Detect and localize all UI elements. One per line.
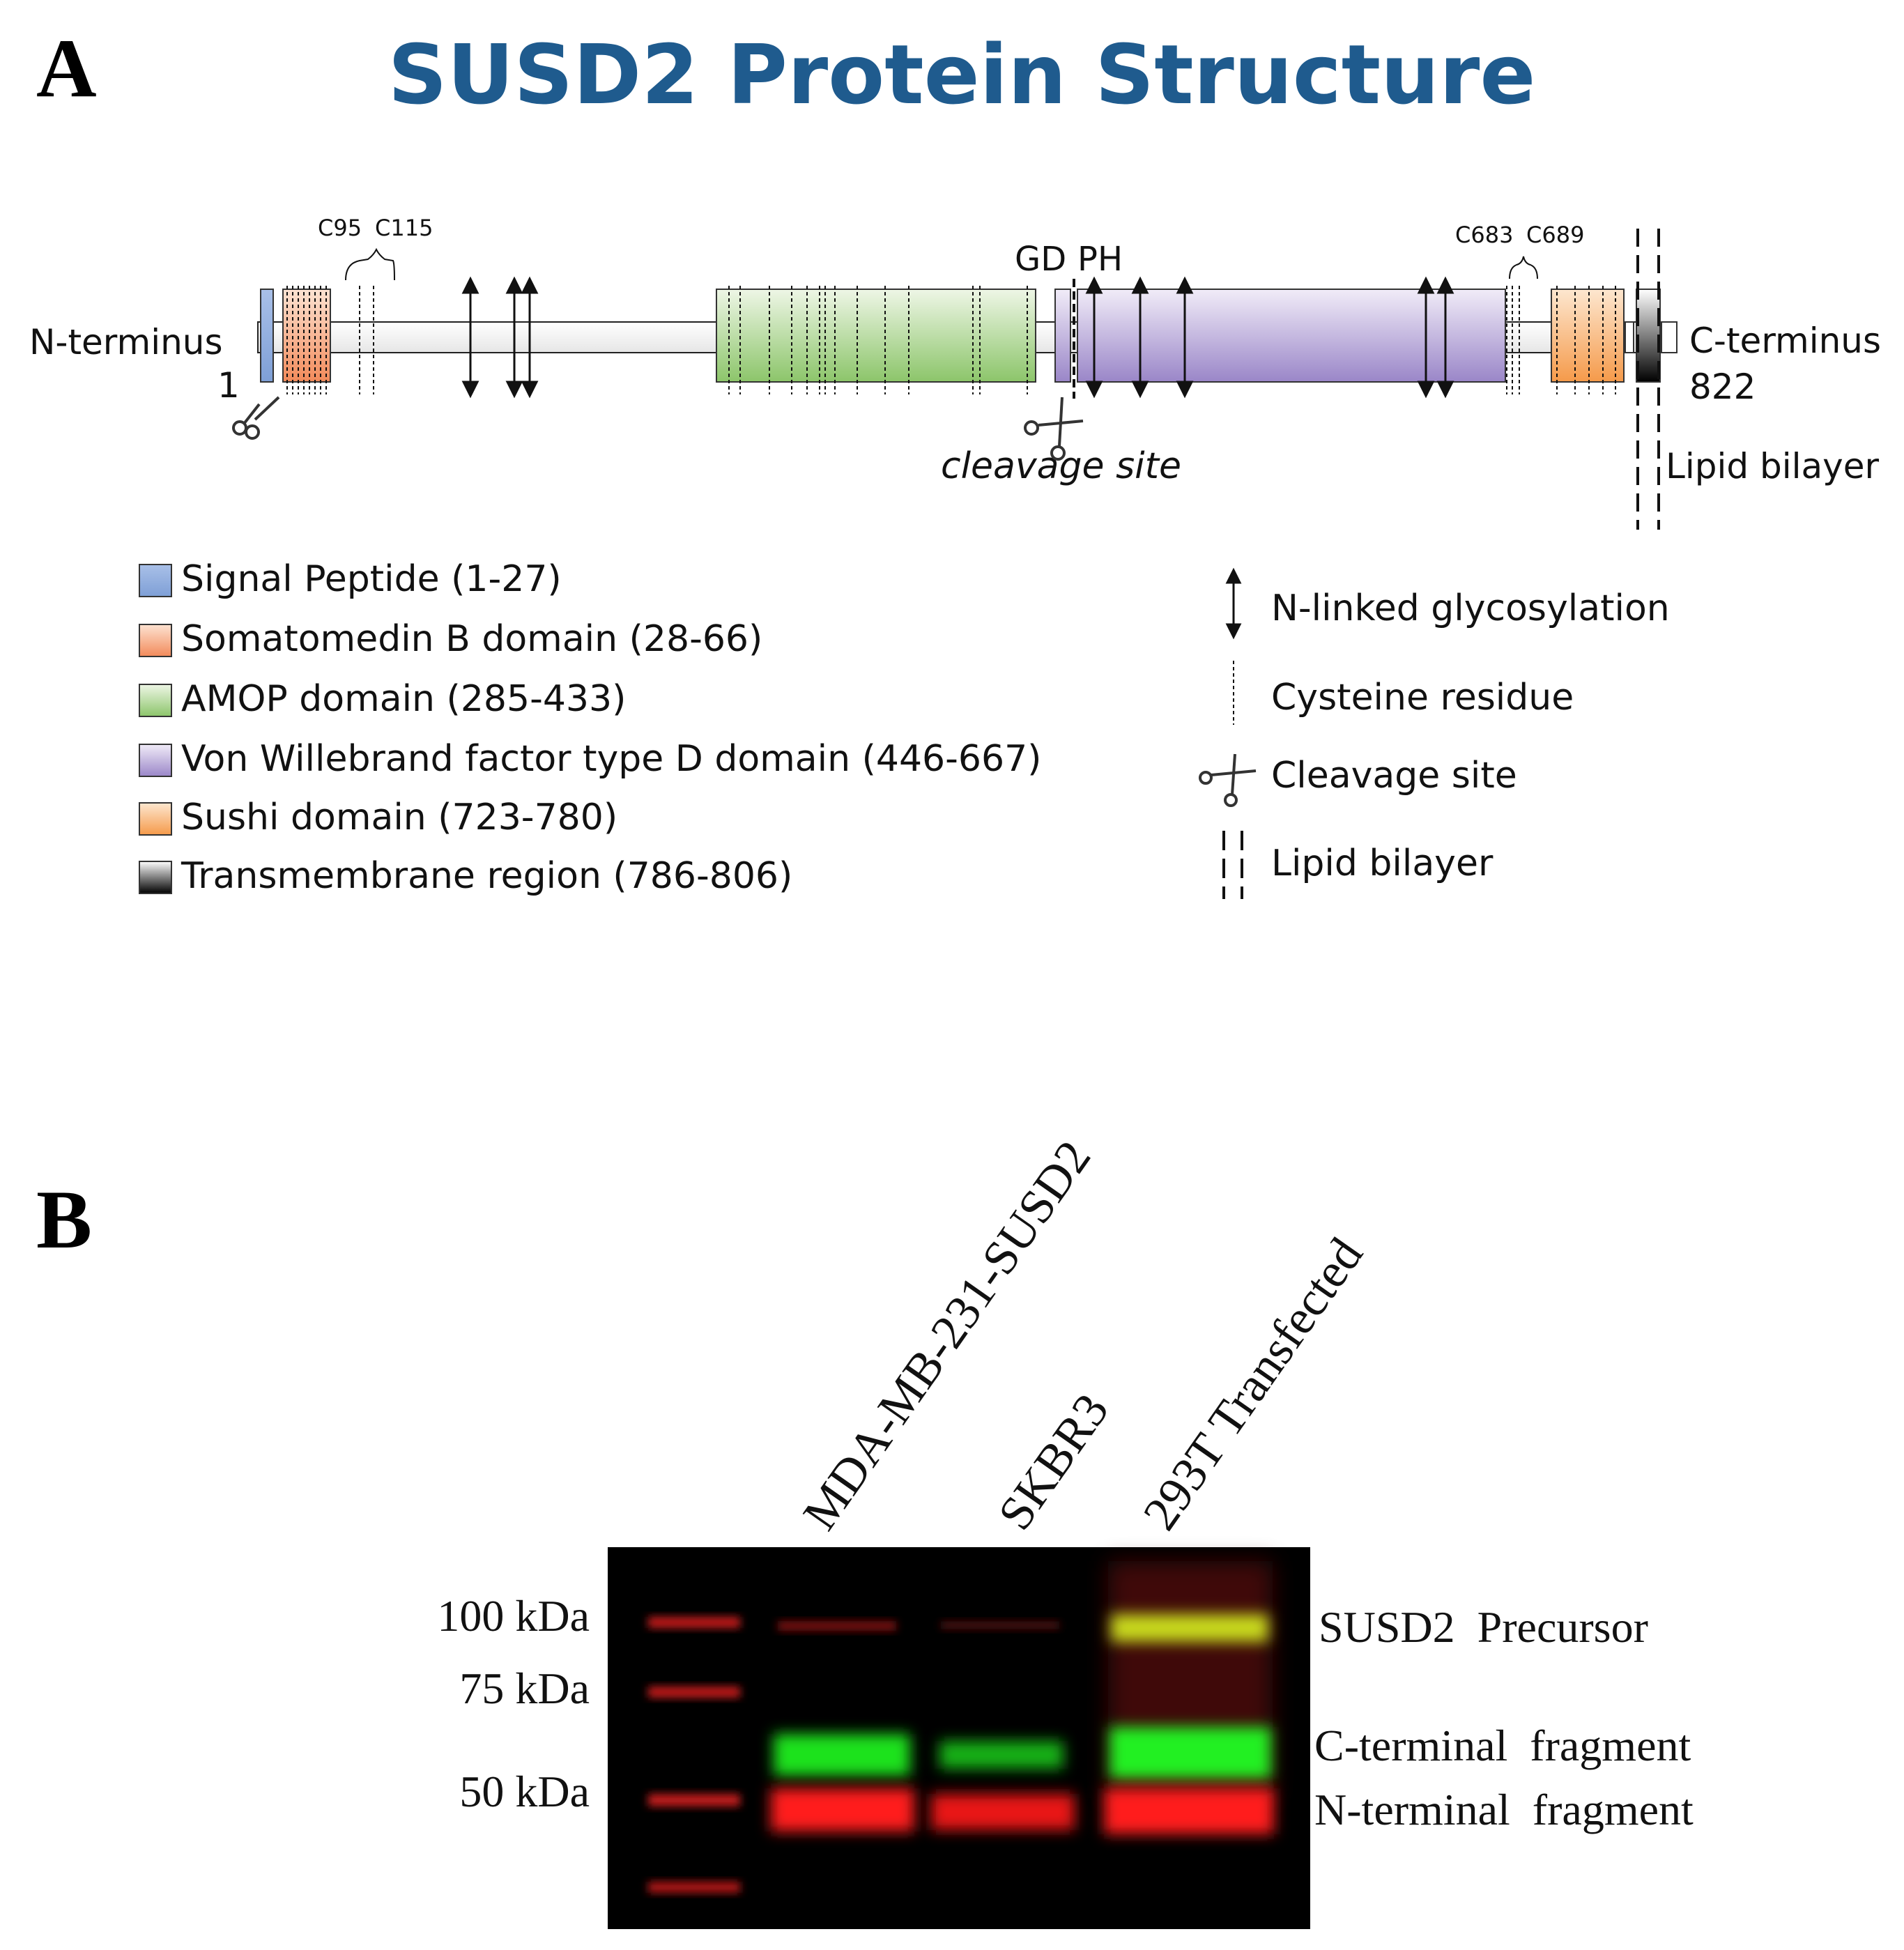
glycosylation-arrow <box>1131 276 1149 399</box>
legend-swatch <box>139 744 172 777</box>
legend-label: Signal Peptide (1-27) <box>181 558 562 600</box>
cytoplasmic-tail-box <box>1661 321 1677 353</box>
legend-label: Somatomedin B domain (28-66) <box>181 618 762 660</box>
start-residue-label: 1 <box>217 365 240 406</box>
legend-label: Sushi domain (723-780) <box>181 797 617 838</box>
cys-683-label: C683 <box>1455 222 1513 248</box>
lane2-c-terminal-band <box>939 1741 1064 1769</box>
glycosylation-arrow <box>1417 276 1435 399</box>
lane-label-293t: 293T Transfected <box>1133 1229 1373 1540</box>
legend-label: Cysteine residue <box>1271 677 1574 719</box>
legend-label: Transmembrane region (786-806) <box>181 855 792 897</box>
bilayer-label: Lipid bilayer <box>1666 446 1880 486</box>
legend-item-signal-peptide: Signal Peptide (1-27) <box>139 558 562 600</box>
legend-item-amop: AMOP domain (285-433) <box>139 678 626 720</box>
glycosylation-arrow <box>1085 276 1103 399</box>
lane3-precursor-band <box>1111 1614 1268 1642</box>
bilayer-icon <box>1222 831 1243 899</box>
n-terminus-label: N-terminus <box>29 322 223 362</box>
glycosylation-arrow <box>1176 276 1194 399</box>
lane3-n-terminal-band <box>1104 1788 1274 1834</box>
gd-label: GD <box>1015 240 1066 279</box>
end-residue-label: 822 <box>1689 367 1756 407</box>
marker-100-kda: 100 kDa <box>437 1591 590 1641</box>
marker-75-kda: 75 kDa <box>459 1664 590 1713</box>
lane1-c-terminal-band <box>774 1734 910 1776</box>
glycosylation-arrow <box>461 276 479 399</box>
glycosylation-arrow <box>505 276 523 399</box>
sushi-domain-box <box>1551 289 1625 383</box>
lane2-precursor-band <box>941 1621 1059 1629</box>
legend-symbols: N-linked glycosylation Cysteine residue … <box>1199 567 1670 899</box>
band-label-c-terminal: C-terminal fragment <box>1314 1721 1691 1770</box>
legend-swatch <box>139 564 172 597</box>
cys-689-label: C689 <box>1526 222 1584 248</box>
legend-label: Cleavage site <box>1271 755 1517 797</box>
lane1-precursor-band <box>778 1621 896 1631</box>
signal-peptide-box <box>260 289 274 383</box>
lane-label-skbr3: SKBR3 <box>988 1385 1119 1540</box>
cys-right-brace <box>1509 256 1538 279</box>
vwd-domain-box <box>1077 289 1506 383</box>
lane3-c-terminal-band <box>1110 1727 1271 1779</box>
scissors-icon <box>1024 397 1084 461</box>
band-label-precursor: SUSD2 Precursor <box>1319 1602 1648 1652</box>
legend-item-vwd: Von Willebrand factor type D domain (446… <box>139 738 1041 780</box>
scissors-icon <box>1199 753 1257 807</box>
cys-95-label: C95 <box>318 215 362 241</box>
amop-domain-box <box>716 289 1036 383</box>
ph-label: PH <box>1077 240 1123 279</box>
legend-swatch <box>139 802 172 836</box>
ladder-band-75 <box>648 1687 740 1698</box>
glycosylation-arrow <box>521 276 539 399</box>
ladder-band-50 <box>648 1794 740 1806</box>
legend-label: Lipid bilayer <box>1271 843 1494 884</box>
lane1-n-terminal-band <box>771 1788 914 1832</box>
c-terminus-label: C-terminus <box>1689 321 1881 361</box>
transmembrane-box <box>1636 289 1661 383</box>
gd-box <box>1054 289 1071 383</box>
legend-item-transmembrane: Transmembrane region (786-806) <box>139 855 792 897</box>
glycosylation-icon <box>1225 567 1242 640</box>
cysteine-residue-marks <box>286 286 1616 394</box>
legend-item-somatomedin: Somatomedin B domain (28-66) <box>139 618 762 660</box>
cys-115-label: C115 <box>375 215 433 241</box>
marker-50-kda: 50 kDa <box>459 1767 590 1816</box>
legend-domains: Signal Peptide (1-27) Somatomedin B doma… <box>139 558 1041 897</box>
legend-swatch <box>139 684 172 717</box>
panel-a-letter: A <box>36 22 97 114</box>
scissors-icon <box>232 396 280 440</box>
lipid-bilayer-lines <box>1636 229 1660 530</box>
panel-b-letter: B <box>36 1173 92 1266</box>
legend-symbol-cleavage: Cleavage site <box>1199 753 1517 807</box>
cys-left-brace <box>345 247 395 281</box>
legend-symbol-bilayer: Lipid bilayer <box>1222 831 1494 899</box>
pre-tm-box <box>1625 321 1634 353</box>
glycosylation-arrows <box>461 276 1454 399</box>
lane2-n-terminal-band <box>931 1794 1075 1830</box>
legend-swatch <box>139 624 172 657</box>
ladder-band-low <box>648 1882 740 1893</box>
legend-label: N-linked glycosylation <box>1271 588 1670 629</box>
blot-bands <box>648 1561 1274 1893</box>
legend-swatch <box>139 861 172 894</box>
legend-label: Von Willebrand factor type D domain (446… <box>181 738 1041 780</box>
legend-symbol-cysteine: Cysteine residue <box>1233 661 1574 725</box>
legend-label: AMOP domain (285-433) <box>181 678 626 720</box>
legend-symbol-glycosylation: N-linked glycosylation <box>1225 567 1670 640</box>
cleavage-site-label: cleavage site <box>941 445 1181 487</box>
panel-a-title: SUSD2 Protein Structure <box>388 26 1536 123</box>
glycosylation-arrow <box>1436 276 1454 399</box>
ladder-band-100 <box>648 1617 740 1628</box>
somatomedin-b-box <box>282 289 331 383</box>
legend-item-sushi: Sushi domain (723-780) <box>139 797 617 838</box>
band-label-n-terminal: N-terminal fragment <box>1314 1785 1694 1834</box>
